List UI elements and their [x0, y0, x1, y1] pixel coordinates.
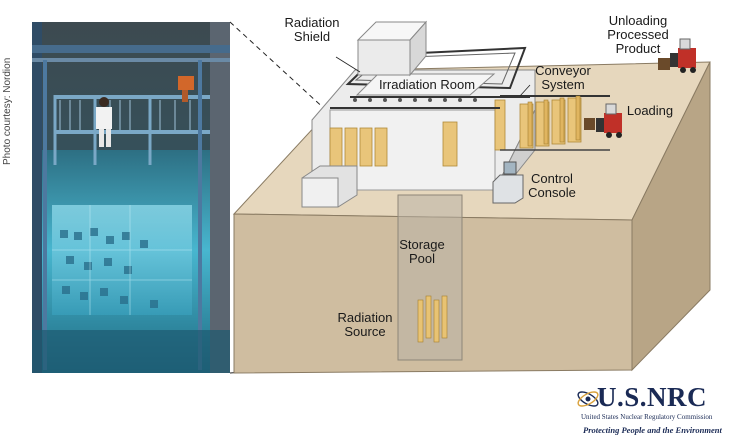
facility-photo [32, 22, 230, 373]
nrc-title: U.S.NRC [597, 382, 708, 412]
nrc-logo: U.S.NRC United States Nuclear Regulatory… [575, 382, 735, 438]
leader-line-shield [335, 56, 361, 73]
label-irradiation-room: Irradiation Room [378, 77, 476, 92]
label-loading: Loading [626, 103, 674, 118]
conveyor-system [500, 95, 610, 151]
nrc-tagline: Protecting People and the Environment [583, 425, 722, 435]
loading-pallet [584, 118, 595, 130]
label-radiation-source: Radiation Source [337, 310, 393, 339]
leader-line-conveyor [519, 84, 531, 97]
label-conveyor-system: Conveyor System [535, 63, 591, 92]
unloading-pallet [658, 58, 670, 70]
label-storage-pool: Storage Pool [399, 237, 445, 266]
radiation-source-rack [417, 295, 448, 343]
nrc-subtitle: United States Nuclear Regulatory Commiss… [581, 413, 713, 421]
irradiation-building [301, 20, 536, 208]
atom-icon [577, 391, 599, 407]
unloading-forklift [670, 38, 696, 73]
label-unloading-processed-product: Unloading Processed Product [607, 13, 669, 56]
label-radiation-shield: Radiation Shield [284, 15, 340, 44]
loading-forklift [596, 103, 622, 138]
photo-credit: Photo courtesy: Nordion [2, 57, 13, 165]
label-control-console: Control Console [528, 171, 576, 200]
